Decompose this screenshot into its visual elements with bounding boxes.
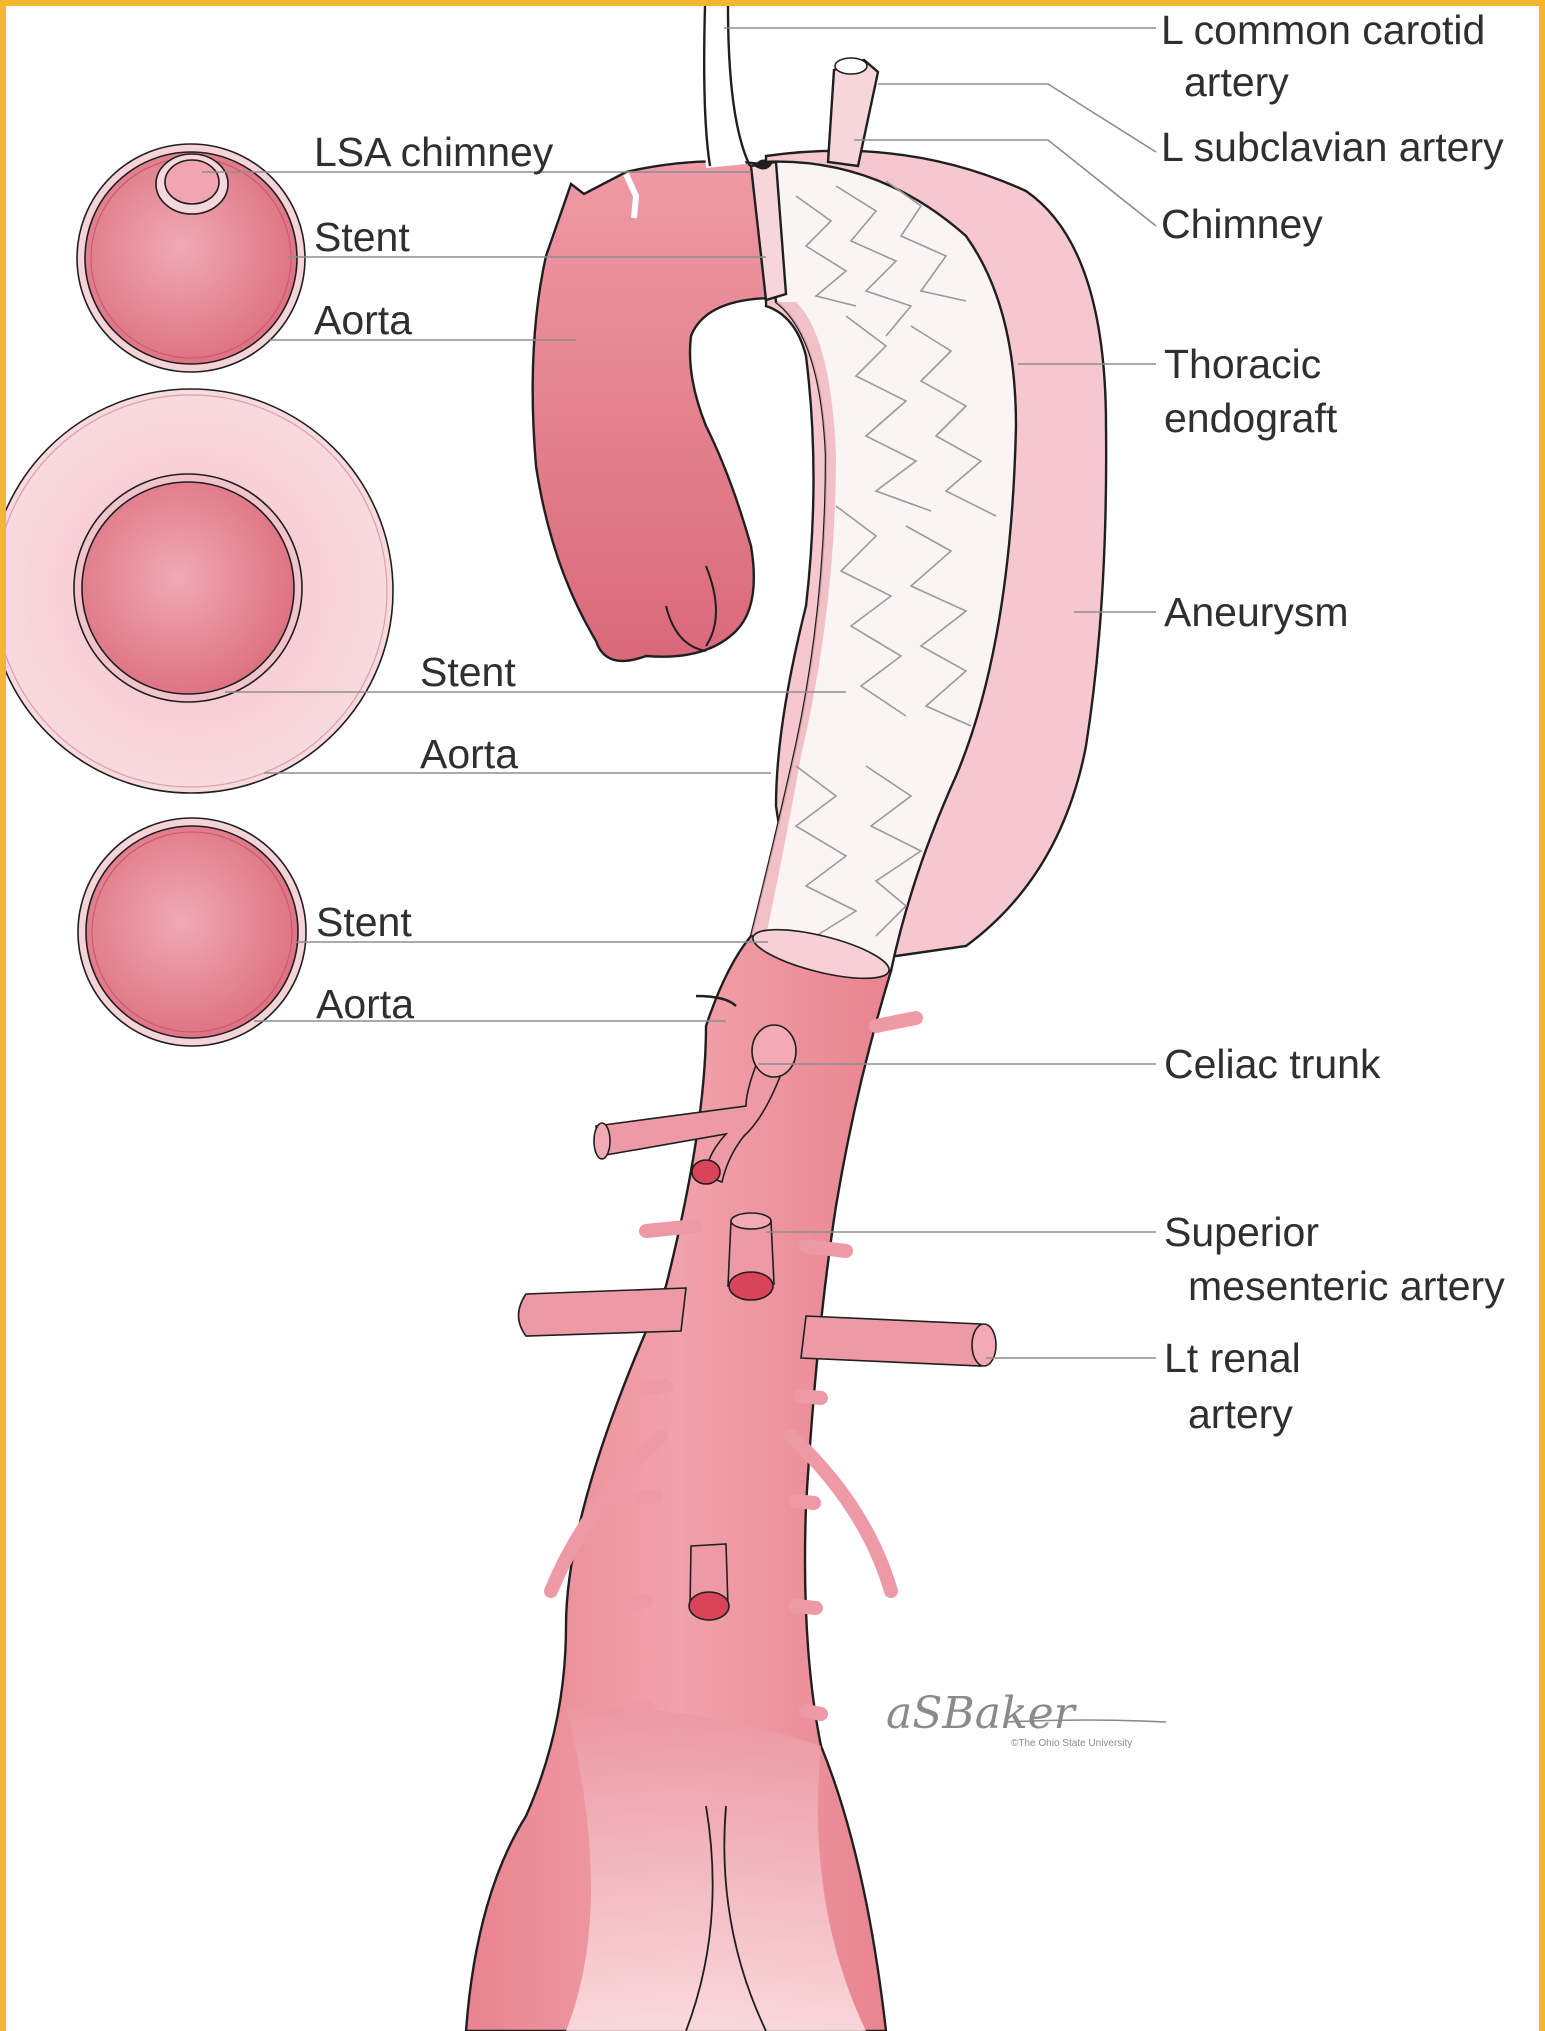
- label-chimney: Chimney: [1161, 201, 1323, 247]
- label-lsa-chimney: LSA chimney: [314, 129, 554, 175]
- diagram-frame: L common carotid artery L subclavian art…: [6, 6, 1539, 2031]
- label-middle-stent: Stent: [420, 649, 516, 695]
- ascending-aorta: [533, 161, 776, 661]
- l-subclavian-artery: [828, 58, 878, 166]
- copyright-notice: ©The Ohio State University: [1011, 1738, 1132, 1749]
- cross-section-middle: [6, 389, 393, 793]
- label-top-stent: Stent: [314, 214, 410, 260]
- label-thoracic-endograft-2: endograft: [1164, 395, 1338, 441]
- cross-section-bottom: [78, 818, 306, 1046]
- label-superior-mesenteric-1: Superior: [1164, 1209, 1319, 1255]
- cross-section-top: [77, 144, 305, 372]
- artist-credit: aSBaker ©The Ohio State University: [886, 1688, 1166, 1749]
- label-aneurysm: Aneurysm: [1164, 589, 1349, 635]
- label-thoracic-endograft-1: Thoracic: [1164, 341, 1321, 387]
- artist-signature: aSBaker: [886, 1688, 1078, 1739]
- lt-renal-artery: [801, 1316, 991, 1366]
- superior-mesenteric-artery: [728, 1213, 774, 1300]
- label-l-common-carotid-1: L common carotid: [1161, 7, 1485, 53]
- label-bottom-stent: Stent: [316, 899, 412, 945]
- label-l-common-carotid-2: artery: [1184, 59, 1289, 105]
- right-labels: L common carotid artery L subclavian art…: [1161, 7, 1505, 1437]
- label-superior-mesenteric-2: mesenteric artery: [1188, 1263, 1505, 1309]
- aortic-chimney-diagram: L common carotid artery L subclavian art…: [6, 6, 1539, 2031]
- label-top-aorta: Aorta: [314, 297, 412, 343]
- label-lt-renal-1: Lt renal: [1164, 1335, 1301, 1381]
- rt-renal-artery: [519, 1288, 687, 1336]
- l-common-carotid-artery: [704, 6, 750, 168]
- label-bottom-aorta: Aorta: [316, 981, 414, 1027]
- label-l-subclavian-artery: L subclavian artery: [1161, 124, 1504, 170]
- label-lt-renal-2: artery: [1188, 1391, 1293, 1437]
- label-celiac-trunk: Celiac trunk: [1164, 1041, 1381, 1087]
- inferior-mesenteric-artery: [689, 1544, 729, 1620]
- label-middle-aorta: Aorta: [420, 731, 518, 777]
